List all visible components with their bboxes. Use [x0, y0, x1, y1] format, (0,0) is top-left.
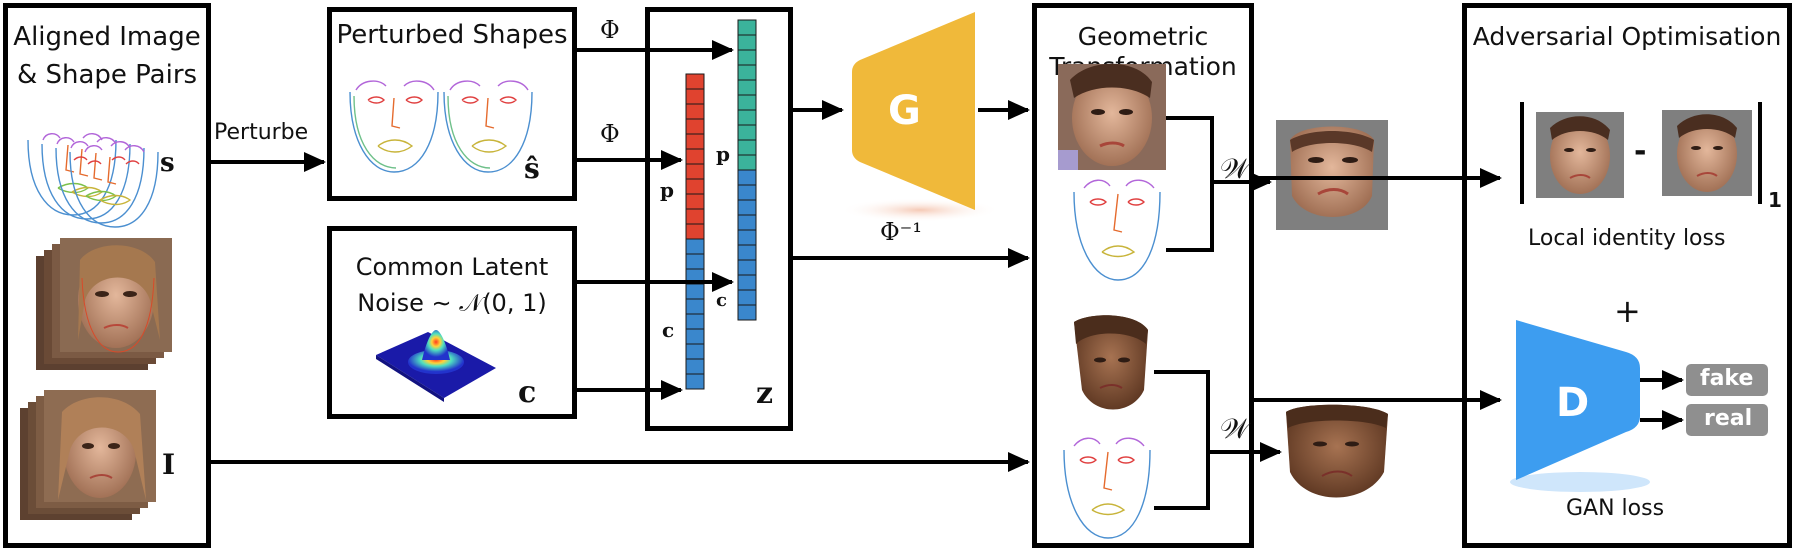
perturbed-shapes-box: Perturbed Shapes	[327, 7, 577, 201]
face-photo-icon	[1662, 110, 1752, 196]
discriminator-icon	[1516, 320, 1640, 480]
norm-bars	[1520, 102, 1762, 204]
generator-icon	[852, 12, 975, 210]
fake-badge	[1686, 364, 1768, 396]
gaussian-noise-icon	[376, 330, 496, 402]
generator-shadow	[840, 198, 1000, 222]
latent-cell	[685, 328, 705, 345]
latent-cell	[685, 103, 705, 120]
image-symbol-I: I	[162, 448, 176, 481]
generator-label: G	[888, 88, 921, 134]
phi-top-label: Φ	[600, 16, 620, 44]
latent-cell	[737, 259, 757, 276]
adversarial-optimisation-title: Adversarial Optimisation	[1472, 22, 1782, 51]
perturbed-shapes-title: Perturbed Shapes	[336, 20, 568, 50]
vector-label-p-red: p	[660, 178, 674, 202]
vector-label-c-small: c	[716, 290, 727, 311]
face-image-stack-icon	[20, 390, 156, 520]
input-pairs-title: Aligned Image & Shape Pairs	[13, 22, 201, 90]
warp-top-label: 𝒲	[1220, 152, 1250, 185]
fake-label: fake	[1700, 366, 1754, 391]
face-photo-icon	[1058, 63, 1166, 170]
phi-mid-label: Φ	[600, 120, 620, 148]
latent-cell	[737, 139, 757, 156]
latent-cell	[685, 208, 705, 225]
latent-vector-box	[645, 7, 793, 431]
merge-bracket-top	[1166, 116, 1214, 252]
latent-cell	[737, 34, 757, 51]
masked-face-photo-icon	[1074, 315, 1148, 410]
flow-arrows	[211, 40, 1684, 472]
warped-face-icon	[1276, 120, 1388, 230]
latent-cell	[737, 124, 757, 141]
noise-code-vector-blue	[685, 238, 705, 390]
discriminator-shadow	[1510, 472, 1650, 492]
latent-cell	[737, 304, 757, 321]
latent-cell	[685, 88, 705, 105]
local-identity-loss-label: Local identity loss	[1528, 226, 1726, 251]
latent-cell	[685, 238, 705, 255]
latent-cell	[737, 109, 757, 126]
shape-symbol-s: s	[160, 148, 175, 178]
perturbed-shape-symbol: ŝ	[524, 152, 540, 185]
latent-cell	[737, 79, 757, 96]
latent-cell	[685, 313, 705, 330]
latent-cell	[685, 373, 705, 390]
latent-cell	[685, 358, 705, 375]
gan-loss-label: GAN loss	[1566, 496, 1665, 521]
latent-cell	[685, 73, 705, 90]
face-photo-icon	[1536, 112, 1624, 198]
latent-cell	[685, 178, 705, 195]
latent-cell	[737, 49, 757, 66]
latent-cell	[685, 118, 705, 135]
phi-inverse-label: Φ⁻¹	[880, 218, 922, 246]
norm-subscript: 1	[1768, 188, 1782, 212]
landmark-stack-icon	[27, 133, 159, 228]
latent-cell	[685, 343, 705, 360]
shape-code-vector-red	[685, 73, 705, 240]
latent-cell	[685, 148, 705, 165]
latent-cell	[685, 163, 705, 180]
warped-face-icon	[1286, 404, 1388, 498]
warp-bottom-label: 𝒲	[1220, 412, 1250, 445]
latent-cell	[685, 298, 705, 315]
latent-cell	[685, 253, 705, 270]
perturbe-label: Perturbe	[214, 120, 309, 145]
latent-cell	[685, 133, 705, 150]
vector-label-c-blue: c	[662, 318, 675, 342]
real-label: real	[1704, 406, 1753, 431]
discriminator-label: D	[1556, 380, 1590, 426]
latent-cell	[737, 64, 757, 81]
latent-cell	[737, 199, 757, 216]
noise-symbol-c: c	[518, 375, 537, 410]
latent-cell	[737, 229, 757, 246]
latent-symbol-z: z	[756, 376, 774, 411]
face-image-stack-icon	[36, 238, 172, 370]
perturbed-landmarks-icon	[349, 80, 533, 173]
latent-cell	[685, 223, 705, 240]
latent-cell	[737, 214, 757, 231]
latent-cell	[737, 274, 757, 291]
latent-cell	[685, 283, 705, 300]
face-landmark-icon	[1073, 179, 1161, 281]
latent-cell	[737, 154, 757, 171]
latent-cell	[737, 289, 757, 306]
latent-noise-title: Common Latent Noise ∼ 𝒩(0, 1)	[355, 253, 549, 317]
latent-cell	[737, 184, 757, 201]
latent-cell	[737, 19, 757, 36]
shape-code-vector-teal	[737, 19, 757, 171]
latent-cell	[737, 169, 757, 186]
vector-label-p-teal: p	[716, 142, 730, 166]
real-badge	[1686, 404, 1768, 436]
face-landmark-icon	[1063, 437, 1151, 539]
latent-cell	[737, 244, 757, 261]
latent-cell	[685, 193, 705, 210]
noise-code-vector-blue-2	[737, 169, 757, 321]
plus-sign: +	[1614, 292, 1641, 330]
merge-bracket-bottom	[1154, 370, 1210, 510]
latent-cell	[737, 94, 757, 111]
minus-sign: -	[1634, 134, 1647, 169]
